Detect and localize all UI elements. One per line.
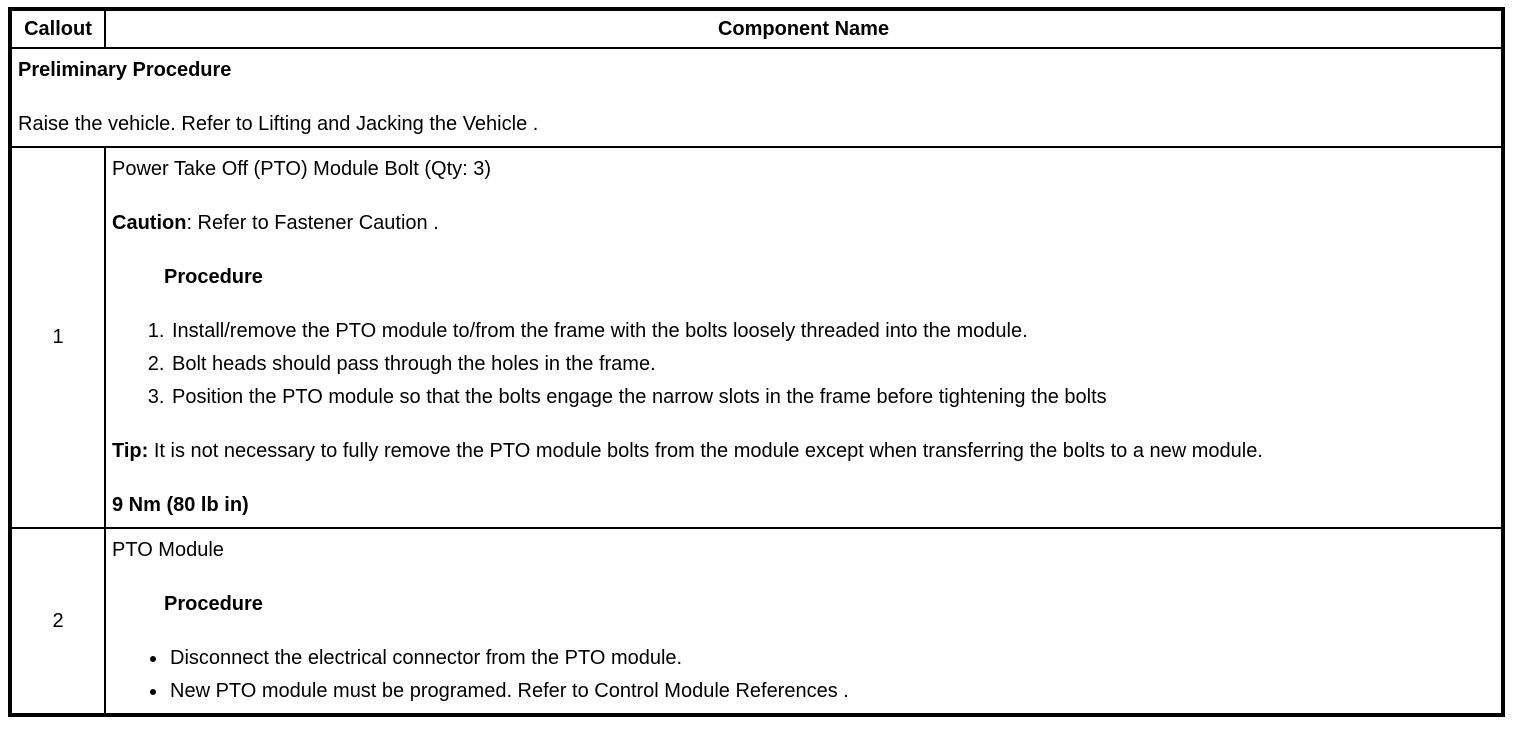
procedure-bullets-list: Disconnect the electrical connector from… [112, 642, 1491, 708]
procedure-heading-2: Procedure [164, 593, 263, 615]
preliminary-procedure-title: Preliminary Procedure [18, 59, 232, 81]
procedure-step-2: Bolt heads should pass through the holes… [170, 348, 1491, 381]
procedure-step-3: Position the PTO module so that the bolt… [170, 381, 1491, 414]
procedure-bullet-1: Disconnect the electrical connector from… [168, 642, 1491, 675]
procedure-steps-list: Install/remove the PTO module to/from th… [112, 315, 1491, 414]
component-name-2: PTO Module [112, 539, 224, 561]
procedure-bullet-2: New PTO module must be programed. Refer … [168, 675, 1491, 708]
component-callout-table: Callout Component Name Preliminary Proce… [8, 7, 1505, 717]
torque-spec: 9 Nm (80 lb in) [112, 494, 249, 516]
caution-text: : Refer to Fastener Caution . [186, 212, 439, 234]
component-cell-1: Power Take Off (PTO) Module Bolt (Qty: 3… [104, 146, 1504, 529]
tip-label: Tip: [112, 440, 149, 462]
component-name-column-header: Component Name [104, 8, 1504, 49]
component-cell-2: PTO Module Procedure Disconnect the elec… [104, 527, 1504, 716]
caution-note: Caution: Refer to Fastener Caution . [112, 207, 1491, 240]
preliminary-procedure-row: Preliminary Procedure Raise the vehicle.… [9, 47, 1504, 148]
caution-label: Caution [112, 212, 187, 234]
preliminary-procedure-cell: Preliminary Procedure Raise the vehicle.… [9, 47, 1504, 148]
preliminary-procedure-text: Raise the vehicle. Refer to Lifting and … [18, 113, 539, 135]
header-row: Callout Component Name [9, 8, 1504, 49]
tip-text: It is not necessary to fully remove the … [148, 440, 1263, 462]
callout-number-2: 2 [9, 527, 106, 716]
callout-column-header: Callout [9, 8, 106, 49]
callout-number-1: 1 [9, 146, 106, 529]
table-row-2: 2 PTO Module Procedure Disconnect the el… [9, 527, 1504, 716]
procedure-heading-1: Procedure [164, 266, 263, 288]
procedure-step-1: Install/remove the PTO module to/from th… [170, 315, 1491, 348]
tip-note: Tip: It is not necessary to fully remove… [112, 435, 1491, 468]
table-row-1: 1 Power Take Off (PTO) Module Bolt (Qty:… [9, 146, 1504, 529]
component-name-1: Power Take Off (PTO) Module Bolt (Qty: 3… [112, 158, 492, 180]
